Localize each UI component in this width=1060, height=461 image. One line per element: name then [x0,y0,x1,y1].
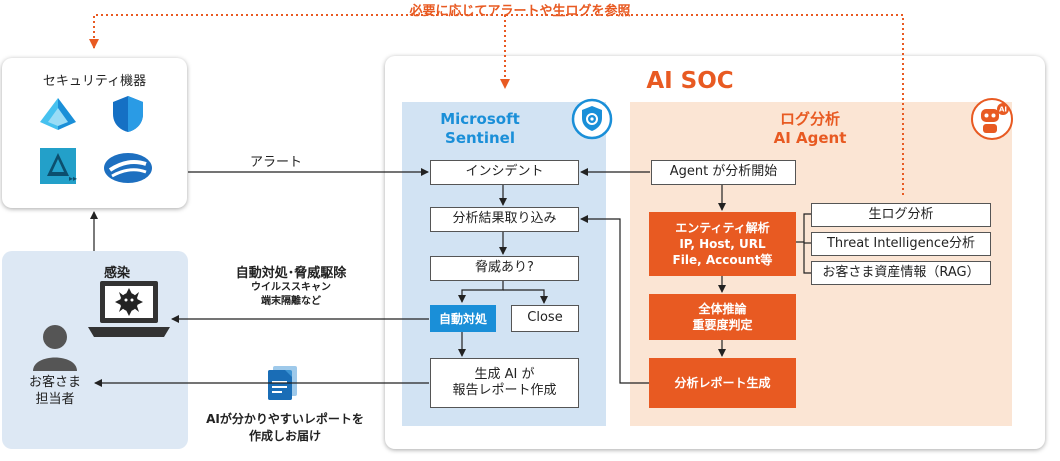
import-results-step: 分析結果取り込み [430,207,579,232]
security-devices-title: セキュリティ機器 [42,74,147,89]
close-step: Close [511,305,579,332]
person-icon [33,325,77,371]
report-document-icon [268,366,297,400]
threat-intel-tool: Threat Intelligence分析 [811,232,991,256]
security-devices-panel: セキュリティ機器 ▸▸ [2,58,187,208]
sentinel-title: Microsoft Sentinel [440,110,520,147]
entity-analysis-step: エンティティ解析 IP, Host, URL File, Account等 [649,212,796,276]
alert-label: アラート [250,155,303,170]
raw-log-analysis-tool: 生ログ分析 [811,203,991,227]
auto-response-title: 自動対処･脅威駆除 [235,266,347,281]
agent-start-step: Agent が分析開始 [651,160,796,185]
ai-robot-icon: AI [971,98,1013,140]
overall-inference-step: 全体推論 重要度判定 [649,294,796,340]
customer-panel: 感染 お客さま 担当者 [2,251,188,449]
svg-text:▸▸: ▸▸ [69,174,77,183]
svg-text:AI: AI [999,106,1007,114]
ai-report-step: 生成 AI が 報告レポート作成 [430,358,579,408]
identity-product-icon [40,98,76,130]
agent-title: ログ分析 AI Agent [773,110,847,147]
analysis-report-step: 分析レポート生成 [649,358,796,408]
infected-laptop-icon [88,281,170,337]
ai-soc-title: AI SOC [646,68,734,94]
auto-response-detail: ウイルススキャン 端末隔離など [251,282,331,307]
report-delivery-note: AIが分かりやすいレポートを 作成しお届け [206,412,364,443]
identity-defender-icon: ▸▸ [40,148,77,184]
cloud-security-icon [104,153,152,183]
asset-info-rag-tool: お客さま資産情報（RAG） [811,261,991,285]
customer-person-label: お客さま 担当者 [28,375,81,407]
threat-check-step: 脅威あり? [430,256,579,281]
infected-label: 感染 [104,266,131,281]
auto-response-step: 自動対処 [430,305,496,332]
incident-step: インシデント [430,160,579,185]
sentinel-logo-icon [571,98,613,140]
reference-note: 必要に応じてアラートや生ログを参照 [409,4,631,19]
defender-shield-icon [113,96,143,132]
